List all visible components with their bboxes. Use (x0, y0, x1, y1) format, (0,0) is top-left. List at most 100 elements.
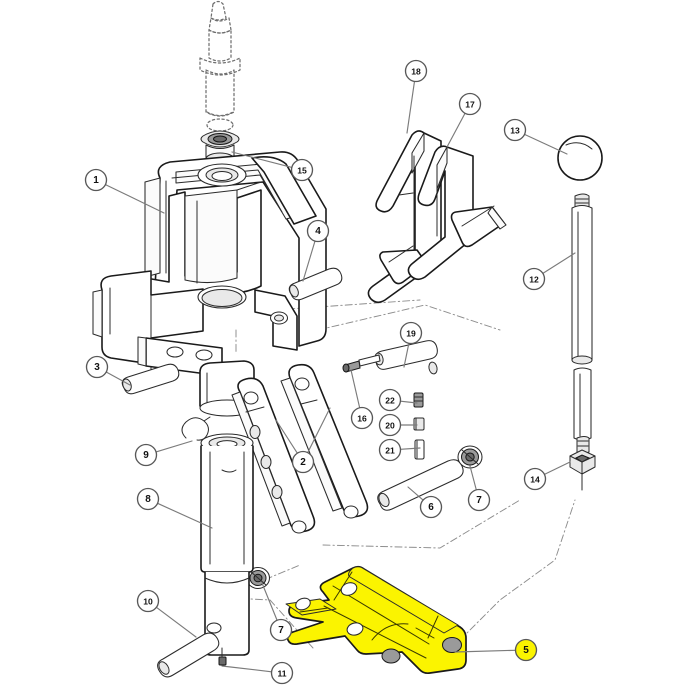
callout-bubble-11[interactable]: 11 (270, 661, 294, 685)
callout-leader-10 (155, 606, 197, 638)
callout-circle (134, 443, 158, 467)
callout-number: 21 (385, 446, 395, 456)
callout-bubble-1[interactable]: 1 (84, 168, 108, 192)
callout-number: 3 (94, 362, 100, 373)
callout-bubble-7[interactable]: 7 (269, 618, 293, 642)
callout-circle (290, 158, 314, 182)
callout-circle (522, 267, 546, 291)
part-pivot-pin-short (121, 363, 180, 395)
callout-number: 12 (529, 275, 539, 285)
callout-leader-17 (446, 112, 466, 148)
callout-circle (514, 638, 538, 662)
callout-circle (419, 495, 443, 519)
callout-bubble-20[interactable]: 20 (378, 413, 402, 437)
part-pivot-pin-upper (288, 267, 343, 301)
part-bushing-collar-upper (457, 445, 483, 469)
part-lock-nut (569, 449, 596, 491)
callout-circle (85, 355, 109, 379)
callout-circle (291, 450, 315, 474)
callout-number: 7 (278, 625, 284, 636)
callout-leader-16 (350, 369, 361, 409)
part-bushing-collar-lower (245, 566, 271, 590)
callout-leader-1 (104, 184, 165, 214)
callout-leader-21 (399, 447, 421, 450)
callout-circle (378, 388, 402, 412)
callout-number: 15 (297, 166, 307, 176)
callout-number: 9 (143, 450, 149, 461)
callout-leader-4 (302, 240, 316, 282)
callout-leader-11 (221, 665, 273, 673)
callout-leader-9 (155, 440, 193, 453)
callout-bubble-18[interactable]: 18 (404, 59, 428, 83)
callout-circle (350, 406, 374, 430)
callout-number: 7 (476, 495, 482, 506)
fork-bore-mid (346, 622, 364, 636)
callout-circle (467, 488, 491, 512)
fork-bore-right (442, 637, 462, 653)
callout-number: 11 (277, 669, 286, 679)
callout-bubble-16[interactable]: 16 (350, 406, 374, 430)
callout-bubble-6[interactable]: 6 (419, 495, 443, 519)
part-knob-ball (557, 135, 603, 181)
callout-circle (503, 118, 527, 142)
callout-bubble-12[interactable]: 12 (522, 267, 546, 291)
callout-bubble-5[interactable]: 5 (514, 638, 538, 662)
callout-bubble-7[interactable]: 7 (467, 488, 491, 512)
callout-bubble-8[interactable]: 8 (136, 487, 160, 511)
callout-leader-7 (469, 465, 477, 491)
callout-circle (84, 168, 108, 192)
part-linkage-arm-left (231, 377, 316, 534)
callout-number: 8 (145, 494, 151, 505)
linkage-arm-slots (249, 425, 283, 499)
callout-leader-19 (403, 342, 410, 368)
callout-bubble-4[interactable]: 4 (306, 219, 330, 243)
callout-number: 20 (385, 421, 395, 431)
callout-leader-13 (523, 133, 568, 155)
callout-bubble-10[interactable]: 10 (136, 589, 160, 613)
part-main-yoke-bracket (92, 151, 327, 417)
callout-leader-7 (261, 582, 278, 621)
callout-leader-2 (275, 419, 298, 454)
part-adjuster-screw (342, 354, 381, 373)
callout-circle (136, 589, 160, 613)
callout-number: 6 (428, 502, 434, 513)
callout-number: 17 (465, 100, 475, 110)
callout-leader-6 (407, 486, 424, 501)
callout-leader-18 (406, 80, 416, 134)
callout-number: 16 (357, 414, 367, 424)
callout-bubble-22[interactable]: 22 (378, 388, 402, 412)
part-pivot-pin-long (377, 459, 464, 511)
callout-circle (458, 92, 482, 116)
callout-circle (306, 219, 330, 243)
part-washer (413, 417, 425, 431)
callout-circle (269, 618, 293, 642)
callout-bubble-2[interactable]: 2 (291, 450, 315, 474)
callout-number: 5 (523, 645, 529, 656)
callout-bubble-15[interactable]: 15 (290, 158, 314, 182)
callout-leader-5 (454, 649, 517, 653)
callout-number: 2 (300, 457, 306, 468)
callout-number: 19 (406, 329, 416, 339)
callout-bubble-9[interactable]: 9 (134, 443, 158, 467)
part-pivot-pin-lower (157, 632, 220, 678)
fork-bore-upper (340, 582, 358, 596)
part-gas-strut-rod (571, 193, 593, 454)
callout-number: 13 (510, 126, 520, 136)
callout-bubble-14[interactable]: 14 (523, 467, 547, 491)
callout-bubble-13[interactable]: 13 (503, 118, 527, 142)
callout-circle (404, 59, 428, 83)
callout-bubble-19[interactable]: 19 (399, 321, 423, 345)
callout-circle (378, 413, 402, 437)
callout-bubble-17[interactable]: 17 (458, 92, 482, 116)
callout-bubble-21[interactable]: 21 (378, 438, 402, 462)
part-pedal-arm-right (407, 145, 507, 281)
callout-leader-2 (307, 407, 331, 454)
part-spacer-sleeve (414, 439, 425, 460)
callout-bubble-3[interactable]: 3 (85, 355, 109, 379)
part-cotter-pin (218, 647, 227, 666)
callout-leader-14 (543, 461, 571, 475)
fork-bore-prong (295, 597, 311, 611)
